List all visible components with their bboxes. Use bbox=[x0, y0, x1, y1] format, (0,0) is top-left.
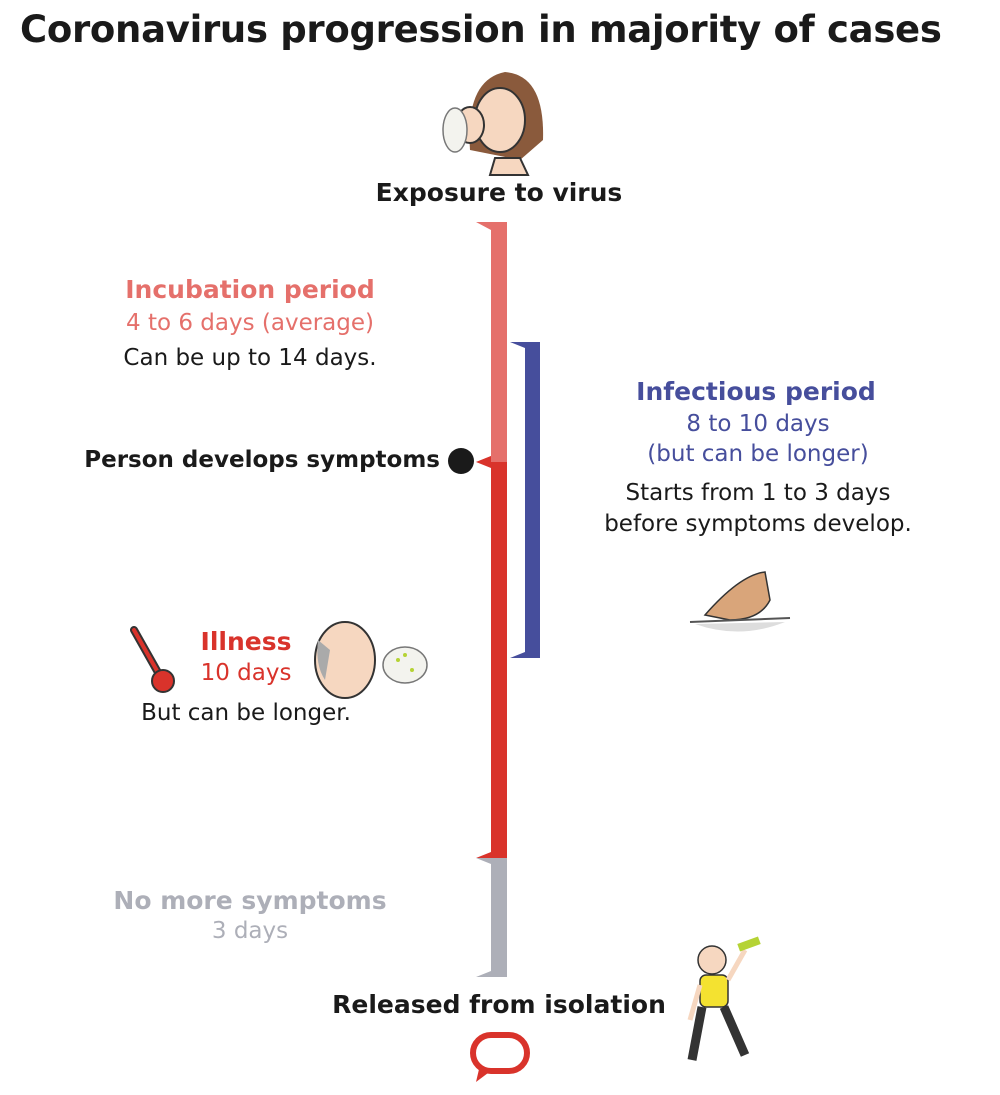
incubation-duration: 4 to 6 days (average) bbox=[126, 310, 374, 336]
sneezing-person-illustration bbox=[442, 72, 544, 176]
exposure-label: Exposure to virus bbox=[375, 178, 623, 207]
illness-note: But can be longer. bbox=[141, 700, 351, 726]
publisher-logo bbox=[470, 1032, 530, 1082]
illness-bar bbox=[476, 456, 507, 858]
infectious-duration-note: (but can be longer) bbox=[647, 441, 869, 467]
symptoms-dot bbox=[448, 448, 474, 474]
incubation-label: Incubation period bbox=[125, 275, 375, 304]
recovery-label: No more symptoms bbox=[113, 886, 387, 915]
recovery-bar bbox=[476, 858, 507, 977]
page-title: Coronavirus progression in majority of c… bbox=[20, 8, 942, 51]
illness-label: Illness bbox=[200, 627, 292, 656]
infectious-note-2: before symptoms develop. bbox=[604, 511, 912, 537]
symptoms-label: Person develops symptoms bbox=[84, 447, 440, 473]
hand-touching-surface-illustration bbox=[689, 571, 791, 632]
release-label: Released from isolation bbox=[332, 990, 666, 1019]
recovery-duration: 3 days bbox=[211, 918, 289, 944]
coughing-person-illustration bbox=[314, 621, 428, 699]
incubation-note: Can be up to 14 days. bbox=[123, 345, 377, 371]
infectious-bar bbox=[510, 342, 540, 658]
infectious-duration: 8 to 10 days bbox=[686, 411, 830, 437]
celebrating-person-illustration bbox=[687, 936, 761, 1061]
thermometer-icon bbox=[130, 626, 175, 693]
infectious-note-1: Starts from 1 to 3 days bbox=[625, 480, 891, 506]
illness-duration: 10 days bbox=[200, 660, 292, 686]
infectious-label: Infectious period bbox=[636, 377, 876, 406]
incubation-bar bbox=[476, 222, 507, 462]
